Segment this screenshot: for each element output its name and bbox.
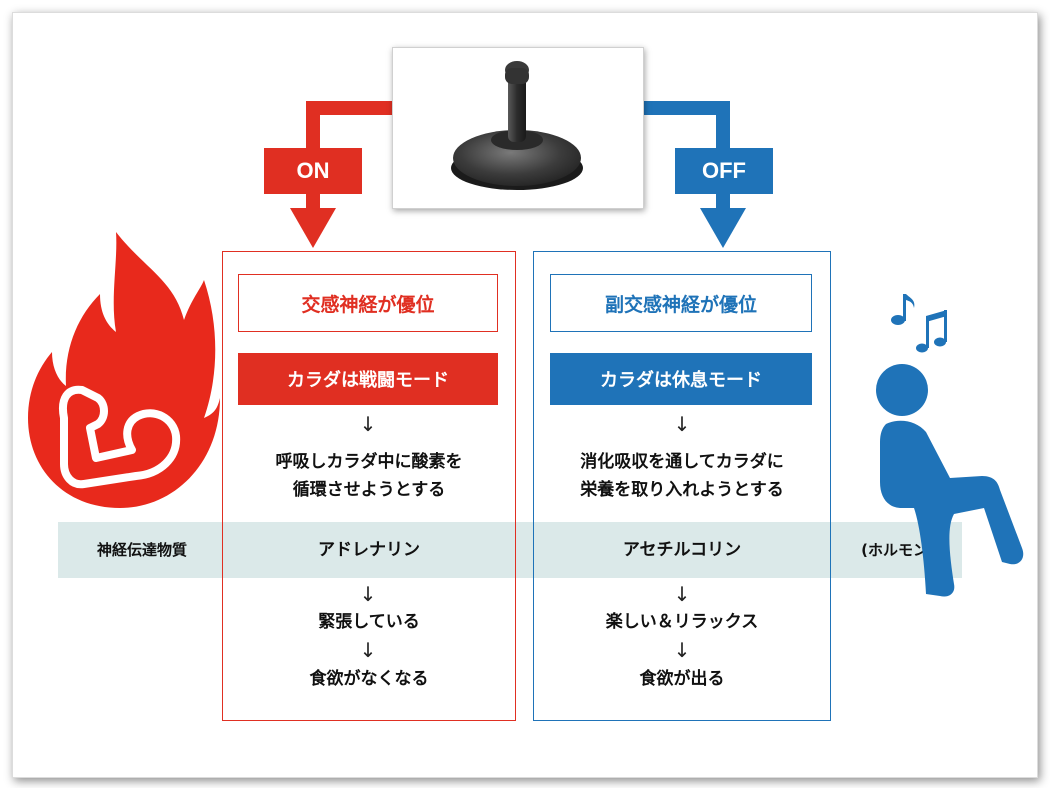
fight-mode-banner: カラダは戦闘モード (238, 353, 498, 405)
arrow-down: ↓ (673, 412, 691, 436)
parasympathetic-column (533, 251, 831, 721)
arrow-down: ↓ (359, 582, 377, 606)
transmitter-band (58, 522, 962, 578)
switch-image (392, 47, 644, 209)
relaxing-person-icon (876, 364, 1024, 597)
joystick-icon (451, 61, 583, 190)
parasympathetic-description: 消化吸収を通してカラダに 栄養を取り入れようとする (533, 448, 831, 504)
effect-appetite-up: 食欲が出る (639, 669, 725, 689)
off-tag: OFF (675, 148, 773, 194)
arrow-down: ↓ (673, 582, 691, 606)
hormone-label: (ホルモン) (861, 541, 935, 559)
arrow-down: ↓ (359, 412, 377, 436)
effect-tense: 緊張している (318, 612, 420, 632)
sympathetic-heading: 交感神経が優位 (238, 274, 498, 332)
sympathetic-description: 呼吸しカラダ中に酸素を 循環させようとする (222, 448, 516, 504)
music-notes-icon (891, 294, 947, 353)
sympathetic-column (222, 251, 516, 721)
description-line: 循環させようとする (292, 480, 446, 500)
on-arrowhead (290, 208, 336, 248)
parasympathetic-heading: 副交感神経が優位 (550, 274, 812, 332)
arrow-down: ↓ (673, 638, 691, 662)
arrow-down: ↓ (359, 638, 377, 662)
adrenaline-label: アドレナリン (318, 540, 420, 560)
description-line: 栄養を取り入れようとする (580, 480, 784, 500)
description-line: 消化吸収を通してカラダに (580, 452, 784, 472)
rest-mode-banner: カラダは休息モード (550, 353, 812, 405)
description-line: 呼吸しカラダ中に酸素を (275, 452, 463, 472)
effect-relax: 楽しい＆リラックス (605, 612, 759, 632)
on-tag: ON (264, 148, 362, 194)
fire-flex-icon (28, 232, 220, 508)
off-arrowhead (700, 208, 746, 248)
acetylcholine-label: アセチルコリン (622, 540, 742, 560)
effect-appetite-loss: 食欲がなくなる (309, 669, 429, 689)
neurotransmitter-label: 神経伝達物質 (96, 541, 187, 559)
